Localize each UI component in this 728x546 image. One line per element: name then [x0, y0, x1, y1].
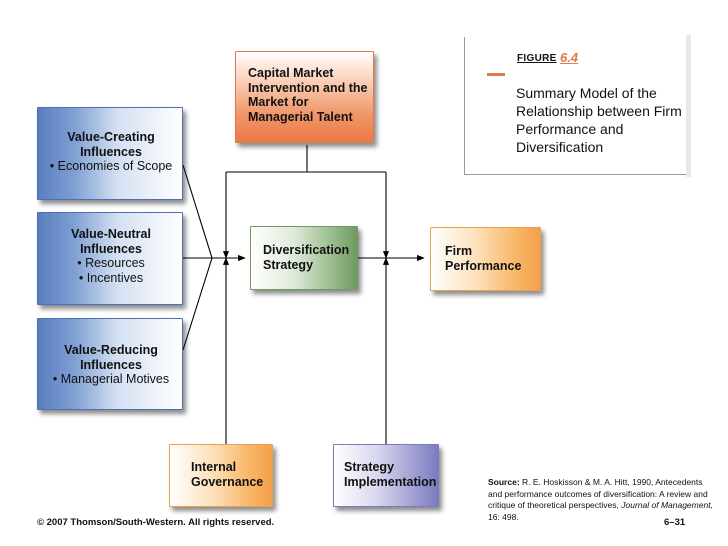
value-reducing-title-1: Value-Reducing [64, 343, 158, 357]
firm-performance-line-1: Firm [445, 244, 473, 258]
copyright-notice: © 2007 Thomson/South-Western. All rights… [37, 517, 275, 528]
figure-caption-panel [464, 37, 691, 175]
firm-performance-line-2: Performance [445, 258, 522, 273]
diversification-strategy-box: Diversification Strategy [250, 226, 358, 290]
firm-performance-box: Firm Performance [430, 227, 541, 291]
diversification-line-2: Strategy [263, 257, 314, 272]
value-neutral-title-2: Influences [80, 241, 142, 256]
value-creating-title-1: Value-Creating [67, 130, 155, 144]
figure-number: 6.4 [560, 50, 579, 65]
value-creating-box: Value-Creating Influences • Economies of… [37, 107, 183, 200]
bullet-icon: • [49, 159, 55, 173]
connector-value-reducing [182, 257, 213, 351]
source-text-1: R. E. Hoskisson & M. A. Hitt, 1990, Ante… [488, 477, 708, 510]
capital-market-box: Capital Market Intervention and the Mark… [235, 51, 374, 143]
value-neutral-bullet-1: • Resources [77, 256, 145, 270]
value-reducing-box: Value-Reducing Influences • Managerial M… [37, 318, 183, 410]
strategy-implementation-line-2: Implementation [344, 474, 437, 489]
value-creating-bullet-1: • Economies of Scope [49, 159, 173, 173]
capital-market-line-4: Managerial Talent [248, 109, 353, 124]
source-citation: Source: R. E. Hoskisson & M. A. Hitt, 19… [488, 477, 718, 523]
internal-governance-line-2: Governance [191, 474, 264, 489]
internal-governance-line-1: Internal [191, 460, 237, 474]
strategy-implementation-box: Strategy Implementation [333, 444, 439, 507]
capital-market-line-3: Market for [248, 95, 309, 109]
value-neutral-box: Value-Neutral Influences • Resources • I… [37, 212, 183, 305]
value-creating-title-2: Influences [80, 144, 142, 159]
capital-market-line-2: Intervention and the [248, 80, 368, 95]
bullet-icon: • [77, 256, 82, 270]
value-reducing-title-2: Influences [80, 357, 142, 372]
figure-label: FIGURE [517, 53, 557, 64]
source-label: Source: [488, 477, 520, 487]
connector-value-creating [182, 164, 213, 259]
capital-market-line-1: Capital Market [248, 66, 334, 80]
diversification-line-1: Diversification [263, 243, 350, 257]
bullet-icon: • [78, 270, 84, 285]
source-text-2: 16: 498. [488, 511, 519, 522]
figure-panel-edge [686, 35, 691, 177]
value-neutral-bullet-2: • Incentives [78, 270, 144, 285]
figure-accent-bar [487, 73, 505, 76]
value-neutral-title-1: Value-Neutral [71, 227, 151, 241]
figure-title: Summary Model of the Relationship betwee… [516, 85, 682, 155]
strategy-implementation-line-1: Strategy [344, 460, 395, 474]
value-reducing-bullet-1: • Managerial Motives [52, 372, 170, 386]
internal-governance-box: Internal Governance [169, 444, 273, 507]
bullet-icon: • [52, 372, 58, 386]
source-journal: Journal of Management, [621, 500, 713, 510]
page-number: 6–31 [664, 517, 686, 528]
